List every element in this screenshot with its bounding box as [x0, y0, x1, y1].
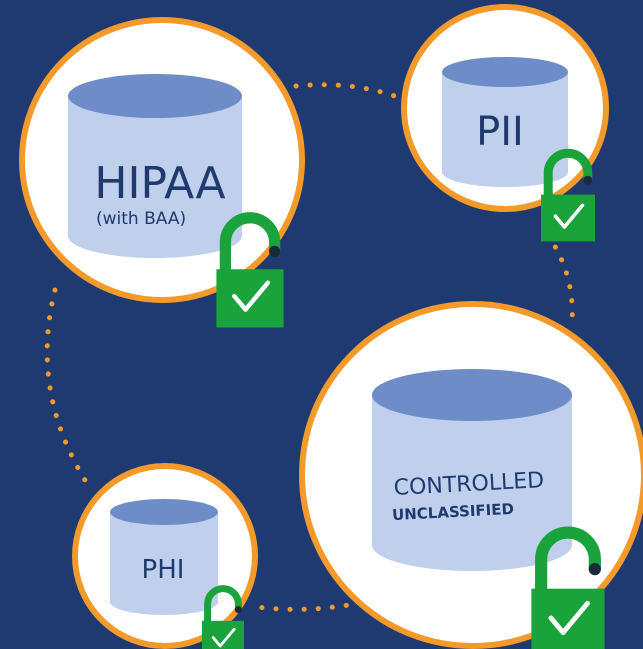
cui-node: CONTROLLED UNCLASSIFIED: [299, 301, 643, 649]
database-icon: [68, 74, 242, 258]
connector-hipaa-pii: [293, 82, 413, 105]
database-icon: [442, 57, 568, 187]
pii-node: PII: [401, 4, 609, 241]
phi-title: PHI: [142, 555, 185, 585]
connector-pii-cui: [545, 232, 575, 325]
hipaa-subtitle: (with BAA): [96, 209, 186, 229]
database-icon: [372, 369, 572, 571]
pii-title: PII: [476, 109, 524, 155]
phi-node: PHI: [72, 463, 258, 649]
database-icon: [110, 499, 218, 615]
hipaa-node: HIPAA (with BAA): [19, 17, 305, 328]
hipaa-title: HIPAA: [94, 158, 225, 209]
connector-phi-hipaa: [44, 287, 88, 483]
